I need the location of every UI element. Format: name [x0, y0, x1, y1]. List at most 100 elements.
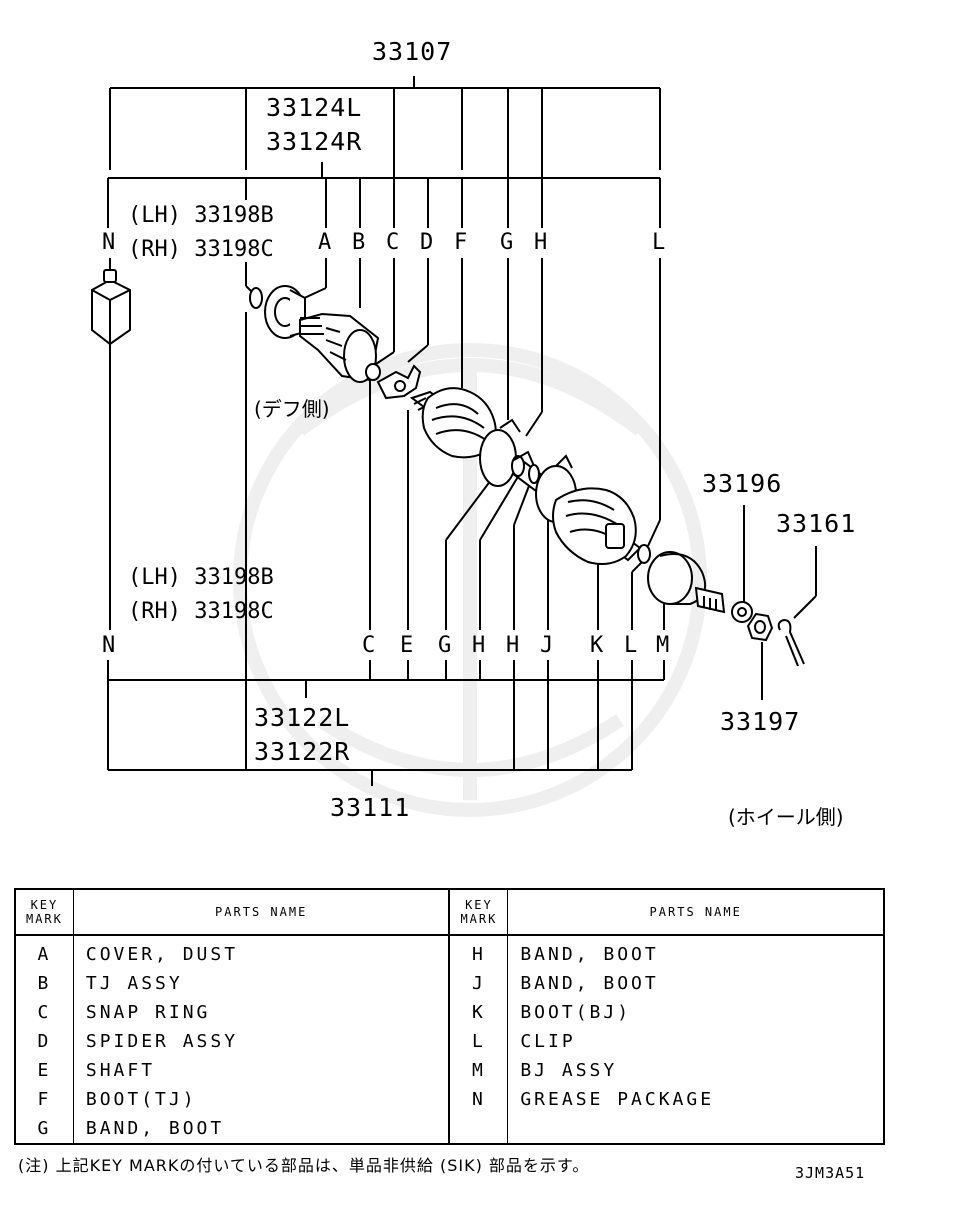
- bottom-key-m: M: [656, 633, 669, 658]
- key-cell: E: [15, 1056, 74, 1085]
- bottom-key-h2: H: [506, 633, 519, 658]
- key-cell: M: [449, 1056, 509, 1085]
- nut-drawing: [746, 612, 774, 642]
- table-row: G BAND, BOOT: [15, 1114, 884, 1144]
- boot-tj-drawing: [421, 387, 497, 459]
- key-header-line2: MARK: [460, 912, 498, 926]
- inner-joint-number-l: 33124L: [266, 93, 362, 122]
- key-cell: L: [449, 1027, 509, 1056]
- top-key-b: B: [352, 230, 365, 255]
- key-cell: F: [15, 1085, 74, 1114]
- key-cell-empty: [449, 1114, 509, 1144]
- shaft-number-r: 33122R: [254, 737, 350, 766]
- bracket-lines: [107, 76, 817, 786]
- table-row: B TJ ASSY J BAND, BOOT: [15, 969, 884, 998]
- bottom-key-row: N C E G H H J K L M: [102, 633, 669, 658]
- top-key-g: G: [500, 230, 513, 255]
- inner-joint-number-r: 33124R: [266, 127, 362, 156]
- bottom-key-e: E: [400, 633, 413, 658]
- bottom-key-c: C: [362, 633, 375, 658]
- washer-number: 33196: [702, 469, 782, 498]
- part-name-cell: BAND, BOOT: [520, 944, 659, 965]
- parts-diagram: 33107 33124L 33124R (LH) 33198B (RH) 331…: [91, 37, 856, 829]
- band-boot-drawing-h1: [511, 455, 525, 477]
- top-key-c: C: [386, 230, 399, 255]
- band-boot-drawing-g: [479, 429, 517, 487]
- top-key-n: N: [102, 230, 115, 255]
- clip-drawing-right: [637, 544, 651, 564]
- key-cell: G: [15, 1114, 74, 1144]
- parts-name-header-right: PARTS NAME: [507, 889, 884, 936]
- part-name-cell: TJ ASSY: [73, 969, 451, 998]
- table-row: A COVER, DUST H BAND, BOOT: [15, 935, 884, 969]
- cotter-pin-number: 33161: [776, 509, 856, 538]
- table-row: E SHAFT M BJ ASSY: [15, 1056, 884, 1085]
- key-cell: N: [449, 1085, 509, 1114]
- bottom-key-l: L: [624, 633, 637, 658]
- part-name-cell: BJ ASSY: [520, 1060, 618, 1081]
- tj-assy-drawing: [299, 312, 380, 383]
- clip-number-lower-rh: (RH) 33198C: [128, 599, 274, 624]
- part-name-cell: SPIDER ASSY: [73, 1027, 451, 1056]
- wheel-side-label: (ホイール側): [728, 805, 844, 829]
- part-name-cell: GREASE PACKAGE: [520, 1089, 715, 1110]
- part-drawings: [91, 269, 805, 667]
- parts-name-header-left: PARTS NAME: [73, 889, 451, 936]
- assembly-number-top: 33107: [372, 37, 452, 66]
- part-name-cell-empty: [508, 1114, 884, 1144]
- part-name-cell: CLIP: [520, 1031, 576, 1052]
- part-name-cell: BOOT(BJ): [520, 1002, 632, 1023]
- part-name-cell: BAND, BOOT: [520, 973, 659, 994]
- bottom-key-j: J: [540, 633, 553, 658]
- key-cell: A: [15, 935, 74, 969]
- bottom-key-k: K: [590, 633, 604, 658]
- part-name-cell: BOOT(TJ): [73, 1085, 451, 1114]
- shaft-number-l: 33122L: [254, 703, 350, 732]
- bottom-key-g: G: [438, 633, 451, 658]
- band-boot-drawing-h2: [528, 464, 540, 484]
- key-header-line1: KEY: [30, 898, 59, 912]
- assembly-number-bottom: 33111: [330, 793, 410, 822]
- top-key-h: H: [534, 230, 547, 255]
- cotter-pin-drawing: [777, 618, 805, 667]
- key-header-line2: MARK: [25, 912, 63, 926]
- band-clip-drawing: [499, 418, 535, 467]
- top-key-d: D: [420, 230, 433, 255]
- part-name-cell: COVER, DUST: [73, 935, 451, 969]
- footnote: (注) 上記KEY MARKの付いている部品は、単品非供給 (SIK) 部品を示…: [18, 1156, 590, 1175]
- top-key-row: N A B C D F G H L: [102, 230, 665, 255]
- key-header-line1: KEY: [465, 898, 493, 912]
- watermark-emblem: [233, 343, 707, 817]
- clip-number-upper-lh: (LH) 33198B: [128, 203, 274, 228]
- table-row: D SPIDER ASSY L CLIP: [15, 1027, 884, 1056]
- figure-code: 3JM3A51: [795, 1164, 866, 1182]
- key-cell: C: [15, 998, 74, 1027]
- clip-number-upper-rh: (RH) 33198C: [128, 237, 274, 262]
- bj-assy-drawing: [647, 551, 726, 614]
- key-cell: J: [449, 969, 509, 998]
- spider-assy-drawing: [376, 364, 422, 400]
- washer-drawing: [731, 601, 753, 623]
- grease-package-drawing: [91, 269, 131, 346]
- snap-ring-drawing: [365, 363, 381, 381]
- key-cell: B: [15, 969, 74, 998]
- key-cell: K: [449, 998, 509, 1027]
- diff-side-label: (デフ側): [254, 397, 330, 421]
- key-cell: D: [15, 1027, 74, 1056]
- top-key-l: L: [652, 230, 665, 255]
- table-row: C SNAP RING K BOOT(BJ): [15, 998, 884, 1027]
- clip-number-lower-lh: (LH) 33198B: [128, 565, 274, 590]
- table-row: F BOOT(TJ) N GREASE PACKAGE: [15, 1085, 884, 1114]
- part-name-cell: BAND, BOOT: [73, 1114, 451, 1144]
- nut-number: 33197: [720, 707, 800, 736]
- clip-drawing-left: [249, 287, 263, 309]
- key-cell: H: [449, 935, 509, 969]
- bottom-key-h1: H: [472, 633, 485, 658]
- boot-bj-drawing: [552, 487, 637, 565]
- bottom-key-n: N: [102, 633, 115, 658]
- part-name-cell: SHAFT: [73, 1056, 451, 1085]
